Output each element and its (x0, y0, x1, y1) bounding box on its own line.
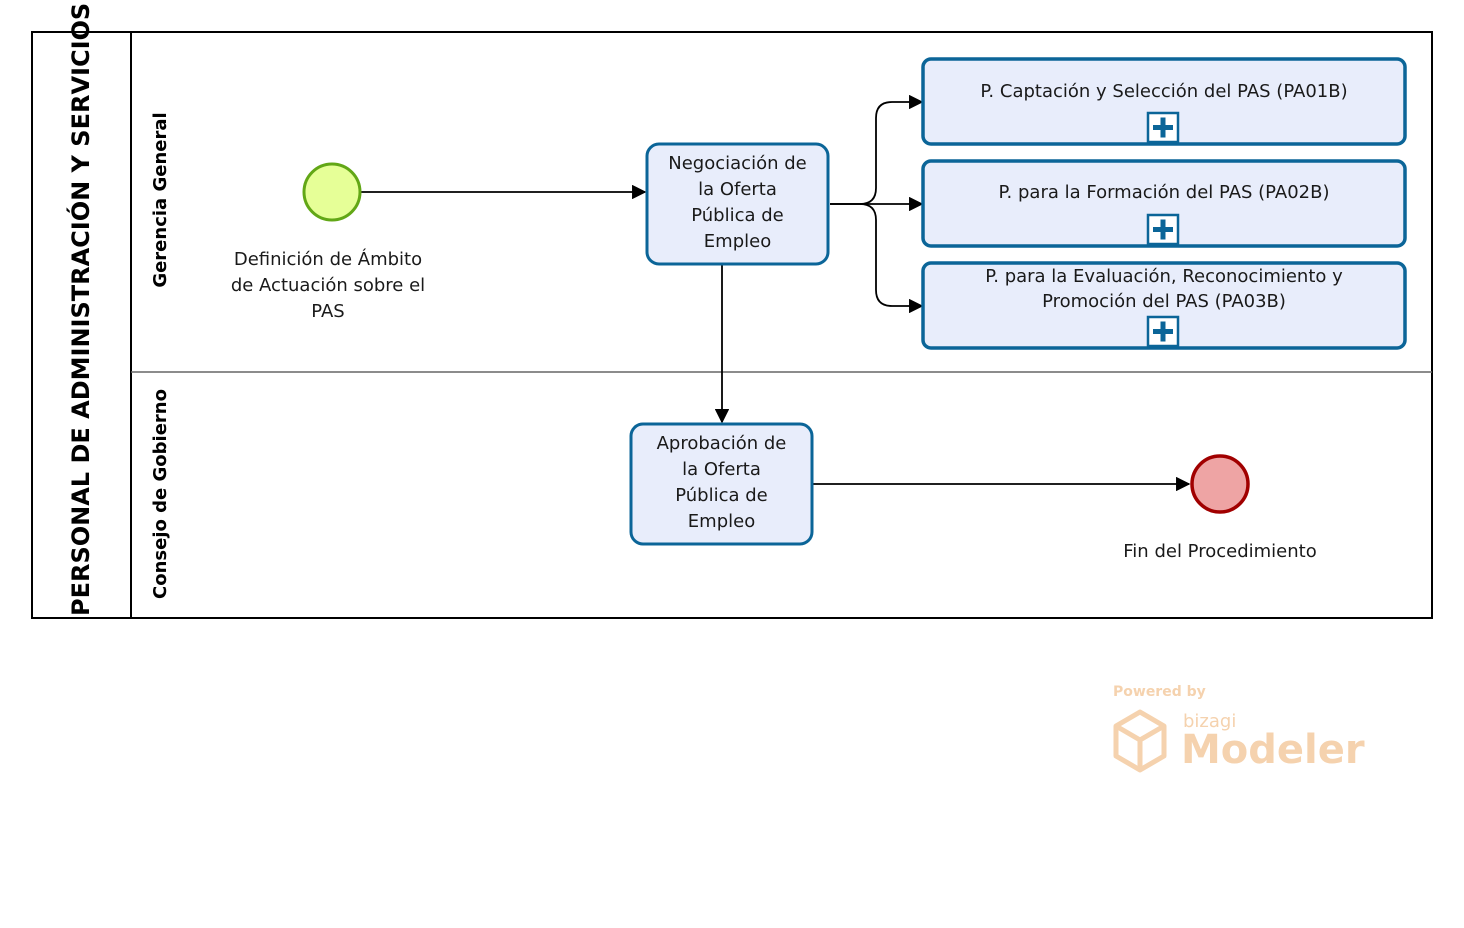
expand-plus-icon[interactable] (1146, 111, 1180, 144)
bizagi-logo-icon (1113, 709, 1167, 773)
pool-frame (31, 31, 1433, 619)
task-aprobacion[interactable] (629, 422, 814, 546)
subprocess-pa01b-label: P. Captación y Selección del PAS (PA01B) (980, 81, 1348, 102)
flow-to-subprocess-1 (830, 94, 924, 205)
end-event-label: Fin del Procedimiento (1123, 541, 1317, 562)
watermark-brand: bizagi (1183, 711, 1237, 732)
watermark-product: Modeler (1181, 727, 1365, 773)
expand-plus-icon[interactable] (1146, 315, 1180, 348)
end-event[interactable] (1190, 454, 1250, 514)
start-event[interactable] (302, 162, 362, 222)
subprocess-pa03b[interactable] (921, 261, 1407, 350)
watermark-powered-by: Powered by (1113, 684, 1206, 700)
pool-title: PERSONAL DE ADMINISTRACIÓN Y SERVICIOS (67, 2, 95, 616)
flow-to-subprocess-3 (859, 203, 924, 314)
subprocess-pa03b-label: P. para la Evaluación, Reconocimiento y … (985, 266, 1343, 312)
expand-plus-icon[interactable] (1146, 213, 1180, 246)
subprocess-pa02b-label: P. para la Formación del PAS (PA02B) (998, 182, 1330, 203)
start-event-label: Definición de Ámbito de Actuación sobre … (230, 249, 426, 322)
task-aprobacion-label: Aprobación de la Oferta Pública de Emple… (656, 433, 787, 532)
subprocess-pa02b[interactable] (921, 159, 1407, 248)
lane-title-consejo: Consejo de Gobierno (150, 389, 171, 599)
subprocess-pa01b[interactable] (921, 57, 1407, 146)
task-negociacion[interactable] (645, 142, 830, 266)
lane-title-gerencia: Gerencia General (150, 112, 171, 288)
task-negociacion-label: Negociación de la Oferta Pública de Empl… (668, 153, 807, 252)
